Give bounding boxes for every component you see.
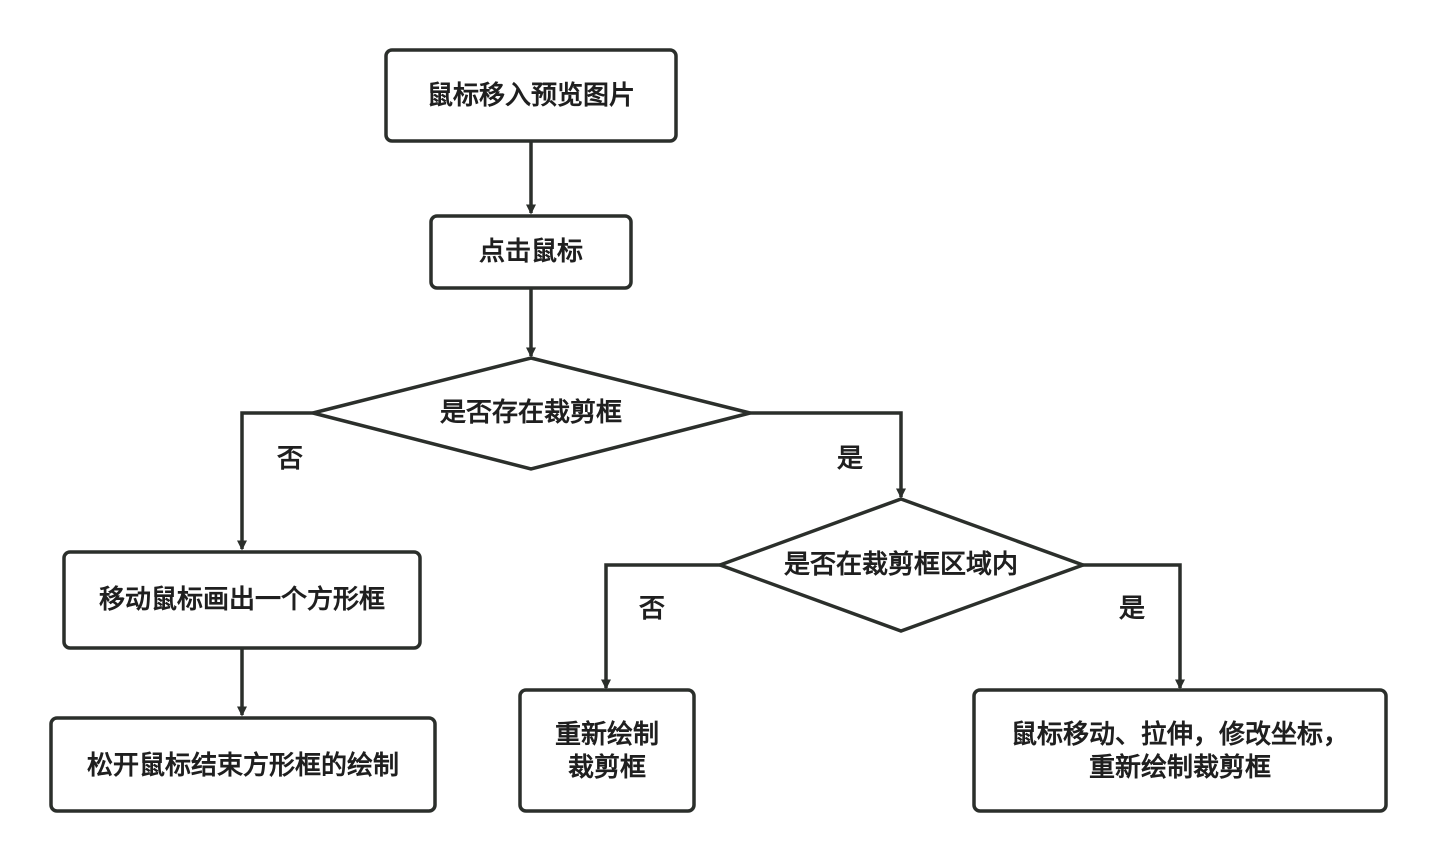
node-draw-box-label: 移动鼠标画出一个方形框: [99, 584, 385, 615]
node-decision-exists: 是否存在裁剪框: [312, 356, 751, 471]
node-release: 松开鼠标结束方形框的绘制: [49, 716, 437, 813]
node-redraw: 重新绘制 裁剪框: [518, 688, 696, 813]
edge-inside-no-to-redraw: [601, 563, 720, 690]
edge-decision-yes-to-inside: [750, 411, 906, 499]
edge-label-exists-yes: 是: [837, 444, 863, 474]
node-hover-label: 鼠标移入预览图片: [427, 81, 635, 111]
node-move-stretch: 鼠标移动、拉伸，修改坐标， 重新绘制裁剪框: [972, 688, 1388, 813]
node-hover-box: [384, 48, 678, 143]
node-decision-inside-shape: [714, 497, 1089, 633]
edge-inside-yes-to-move: [1083, 563, 1185, 690]
node-decision-exists-label: 是否存在裁剪框: [440, 397, 622, 428]
node-click-label: 点击鼠标: [479, 236, 583, 267]
edges: [237, 141, 1185, 717]
edge-label-inside-yes: 是: [1119, 594, 1145, 624]
node-click: 点击鼠标: [429, 214, 633, 290]
node-move-stretch-box: [972, 688, 1388, 813]
node-redraw-line-2: 裁剪框: [568, 752, 646, 783]
node-move-stretch-line-2: 重新绘制裁剪框: [1089, 752, 1271, 783]
edge-label-inside-no: 否: [639, 594, 665, 624]
node-click-box: [429, 214, 633, 290]
edge-decision-no-to-draw: [237, 411, 313, 551]
node-move-stretch-line-1: 鼠标移动、拉伸，修改坐标，: [1011, 719, 1349, 750]
node-decision-inside-label: 是否在裁剪框区域内: [784, 549, 1018, 580]
node-redraw-box: [518, 688, 696, 813]
node-release-box: [49, 716, 437, 813]
edge-labels: 否 是 否 是: [277, 444, 1145, 624]
node-draw-box: 移动鼠标画出一个方形框: [62, 550, 422, 650]
node-draw-box-shape: [62, 550, 422, 650]
node-decision-inside: 是否在裁剪框区域内: [714, 497, 1089, 633]
node-release-label: 松开鼠标结束方形框的绘制: [87, 750, 399, 781]
edge-label-exists-no: 否: [277, 444, 303, 474]
node-decision-exists-shape: [312, 356, 751, 471]
node-hover: 鼠标移入预览图片: [384, 48, 678, 143]
node-redraw-line-1: 重新绘制: [555, 719, 659, 750]
